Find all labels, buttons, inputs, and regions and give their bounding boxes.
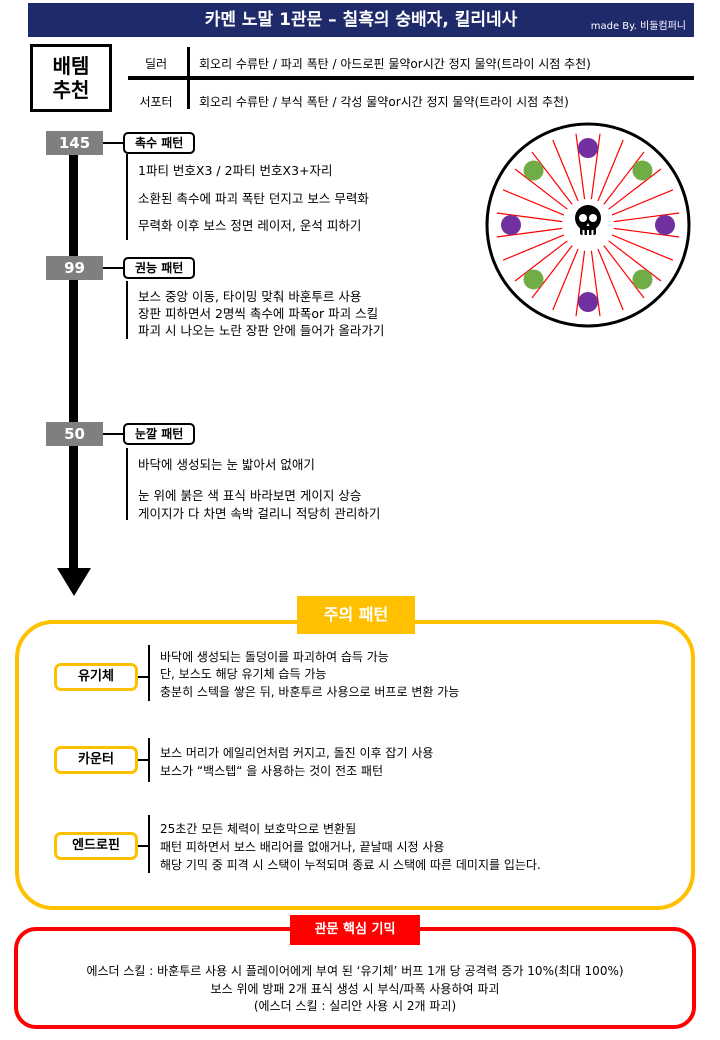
phase-line: 파괴 시 나오는 노란 장판 안에 들어가 올라가기 — [138, 323, 385, 338]
caution-line: 충분히 스텍을 쌓은 뒤, 바훈투르 사용으로 버프로 변환 가능 — [160, 685, 460, 699]
role-dealer: 딜러 — [144, 57, 168, 71]
caution-bracket — [148, 645, 150, 701]
phase-title-eyeball: 눈깔 패턴 — [123, 423, 196, 445]
purple-position-dot — [578, 138, 598, 158]
caution-line: 바닥에 생성되는 돌덩이를 파괴하여 습득 가능 — [160, 650, 389, 664]
core-line: 에스더 스킬 : 바훈투르 사용 시 플레이어에게 부여 된 ‘유기체’ 버프 … — [86, 964, 624, 978]
laser-ray — [603, 245, 645, 299]
caution-line: 해당 기믹 중 피격 시 스택이 누적되며 종료 시 스택에 따른 데미지를 입… — [160, 858, 541, 872]
phase-line: 눈 위에 붉은 색 표식 바라보면 게이지 상승 — [138, 488, 362, 503]
caution-connector — [138, 845, 148, 847]
caution-line: 단, 보스도 해당 유기체 습득 가능 — [160, 667, 327, 681]
caution-title: 주의 패턴 — [297, 596, 415, 634]
caution-line: 보스 머리가 에일리언처럼 커지고, 돌진 이후 잡기 사용 — [160, 746, 434, 760]
core-mechanic-title: 관문 핵심 기믹 — [290, 915, 420, 945]
header-bar: 카멘 노말 1관문 – 칠흑의 숭배자, 킬리네사 made By. 비둘컴퍼니 — [28, 3, 694, 37]
laser-ray — [514, 168, 568, 210]
boss-arena-diagram — [485, 122, 691, 328]
green-position-dot — [632, 160, 653, 181]
credit-text: made By. 비둘컴퍼니 — [590, 21, 686, 32]
phase-line: 무력화 이후 보스 정면 레이저, 운석 피하기 — [138, 218, 362, 233]
green-position-dot — [632, 269, 653, 290]
laser-ray — [502, 189, 565, 216]
timeline-arrow-icon — [57, 568, 91, 596]
page-title: 카멘 노말 1관문 – 칠흑의 숭배자, 킬리네사 — [204, 10, 518, 30]
phase-title-tentacle: 촉수 패턴 — [123, 132, 196, 154]
laser-ray — [514, 240, 568, 282]
caution-line: 25초간 모든 체력이 보호막으로 변환됨 — [160, 822, 357, 836]
phase-title-authority: 권능 패턴 — [123, 257, 196, 279]
hp-marker-145: 145 — [46, 131, 103, 155]
battle-items-label-line1: 배템 — [52, 54, 90, 78]
phase-line: 소환된 촉수에 파괴 폭탄 던지고 보스 무력화 — [138, 191, 369, 206]
phase-line: 장판 피하면서 2명씩 촉수에 파폭or 파괴 스킬 — [138, 306, 379, 321]
laser-ray — [496, 227, 563, 238]
laser-ray — [496, 212, 563, 223]
green-position-dot — [523, 269, 544, 290]
purple-position-dot — [655, 215, 675, 235]
caution-name-organism: 유기체 — [54, 663, 138, 691]
phase-line: 1파티 번호X3 / 2파티 번호X3+자리 — [138, 163, 333, 178]
laser-ray — [575, 133, 586, 200]
laser-ray — [608, 240, 662, 282]
laser-ray — [597, 139, 624, 202]
laser-ray — [575, 250, 586, 317]
laser-ray — [608, 168, 662, 210]
battle-items-label-line2: 추천 — [52, 78, 90, 102]
laser-ray — [552, 139, 579, 202]
hp-connector — [103, 267, 123, 269]
laser-ray — [531, 151, 573, 205]
laser-ray — [502, 234, 565, 261]
green-position-dot — [523, 160, 544, 181]
position-dots — [501, 138, 675, 312]
caution-name-counter: 카운터 — [54, 746, 138, 774]
hp-marker-99: 99 — [46, 256, 103, 280]
laser-ray — [590, 133, 601, 200]
purple-position-dot — [501, 215, 521, 235]
caution-connector — [138, 759, 148, 761]
laser-ray — [603, 151, 645, 205]
laser-ray — [552, 248, 579, 311]
laser-rays — [496, 133, 680, 317]
laser-ray — [597, 248, 624, 311]
laser-ray — [611, 234, 674, 261]
hp-connector — [103, 142, 123, 144]
battle-items-label: 배템 추천 — [30, 44, 112, 112]
laser-ray — [613, 212, 680, 223]
skull-icon — [575, 205, 601, 235]
laser-ray — [590, 250, 601, 317]
supporter-items: 회오리 수류탄 / 부식 폭탄 / 각성 물약or시간 정지 물약(트라이 시점… — [199, 95, 569, 109]
laser-ray — [531, 245, 573, 299]
caution-line: 패턴 피하면서 보스 배리어를 없애거나, 끝날때 시정 사용 — [160, 840, 445, 854]
laser-ray — [613, 227, 680, 238]
phase-line: 게이지가 다 차면 속박 걸리니 적당히 관리하기 — [138, 506, 381, 521]
battle-items-divider-horizontal — [128, 76, 694, 80]
phase-bracket — [126, 281, 128, 339]
hp-marker-50: 50 — [46, 422, 103, 446]
caution-bracket — [148, 815, 150, 873]
phase-line: 보스 중앙 이동, 타이밍 맞춰 바훈투르 사용 — [138, 289, 362, 304]
role-supporter: 서포터 — [139, 95, 173, 109]
purple-position-dot — [578, 292, 598, 312]
dealer-items: 회오리 수류탄 / 파괴 폭탄 / 아드로핀 물약or시간 정지 물약(트라이 … — [199, 57, 591, 71]
core-line: 보스 위에 방패 2개 표식 생성 시 부식/파폭 사용하여 파괴 — [210, 982, 500, 996]
caution-bracket — [148, 738, 150, 782]
phase-line: 바닥에 생성되는 눈 밟아서 없애기 — [138, 457, 315, 472]
timeline-line — [69, 150, 78, 578]
caution-connector — [138, 676, 148, 678]
hp-connector — [103, 433, 123, 435]
phase-bracket — [126, 448, 128, 520]
laser-ray — [611, 189, 674, 216]
caution-line: 보스가 “백스텝“ 을 사용하는 것이 전조 패턴 — [160, 764, 384, 778]
caution-name-endorphin: 엔드로핀 — [54, 832, 138, 860]
core-line: (에스더 스킬 : 실리안 사용 시 2개 파괴) — [253, 999, 457, 1013]
phase-bracket — [126, 154, 128, 240]
